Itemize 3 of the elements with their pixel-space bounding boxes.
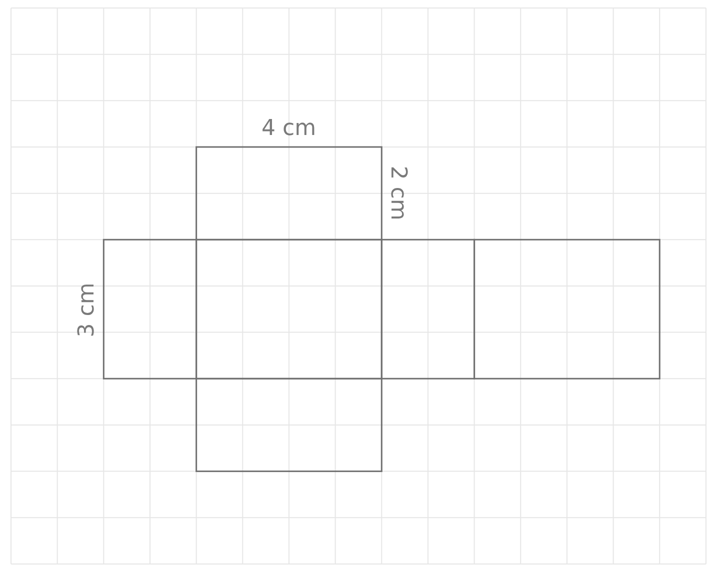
dimension-label: 2 cm (386, 166, 408, 220)
dimension-label: 4 cm (262, 118, 316, 140)
dimension-label: 3 cm (76, 282, 98, 338)
